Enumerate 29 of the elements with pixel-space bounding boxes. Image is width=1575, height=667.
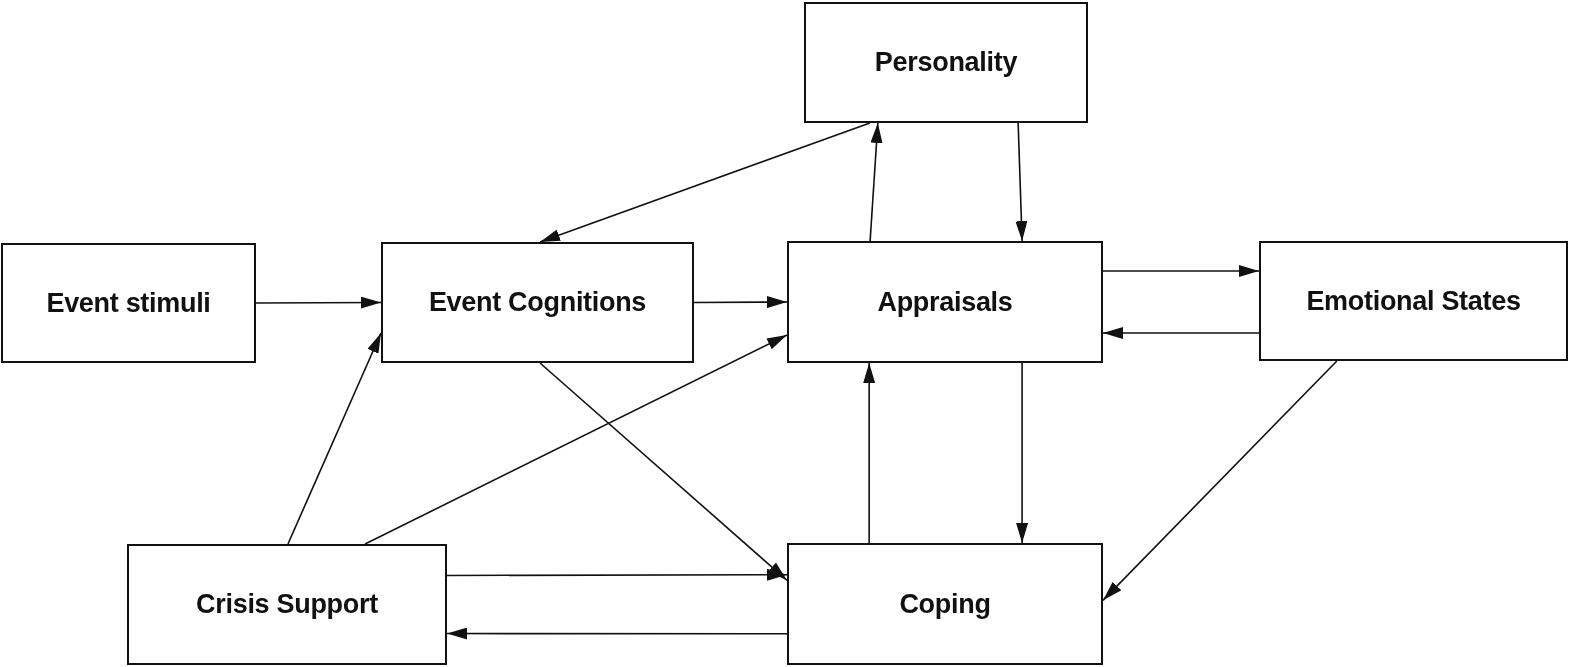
- arrow: [1015, 122, 1028, 242]
- box-label: Crisis Support: [196, 589, 378, 620]
- process-box: [787, 241, 1103, 363]
- arrow: [287, 332, 382, 545]
- box-label: Event Cognitions: [428, 287, 647, 318]
- arrow: [539, 122, 871, 243]
- arrow: [255, 296, 382, 309]
- process-box: [1, 243, 256, 363]
- arrow: [693, 296, 788, 309]
- arrow: [1102, 360, 1338, 602]
- box-label: Personality: [874, 47, 1018, 78]
- arrow: [364, 334, 788, 545]
- process-box: [127, 544, 447, 665]
- process-box: [1259, 241, 1568, 361]
- arrow: [1102, 327, 1260, 339]
- box-label: Event stimuli: [46, 287, 211, 319]
- process-box: [381, 242, 694, 363]
- box-label: Coping: [899, 588, 991, 620]
- arrow: [539, 362, 788, 582]
- process-box: [787, 543, 1103, 665]
- arrow: [446, 568, 788, 581]
- arrow: [1102, 265, 1260, 277]
- arrow: [446, 627, 788, 640]
- box-label: Appraisals: [877, 286, 1013, 318]
- arrow: [869, 122, 883, 242]
- arrow: [863, 362, 876, 544]
- box-label: Emotional States: [1306, 285, 1521, 317]
- process-box: [804, 2, 1088, 123]
- arrow: [1016, 362, 1029, 544]
